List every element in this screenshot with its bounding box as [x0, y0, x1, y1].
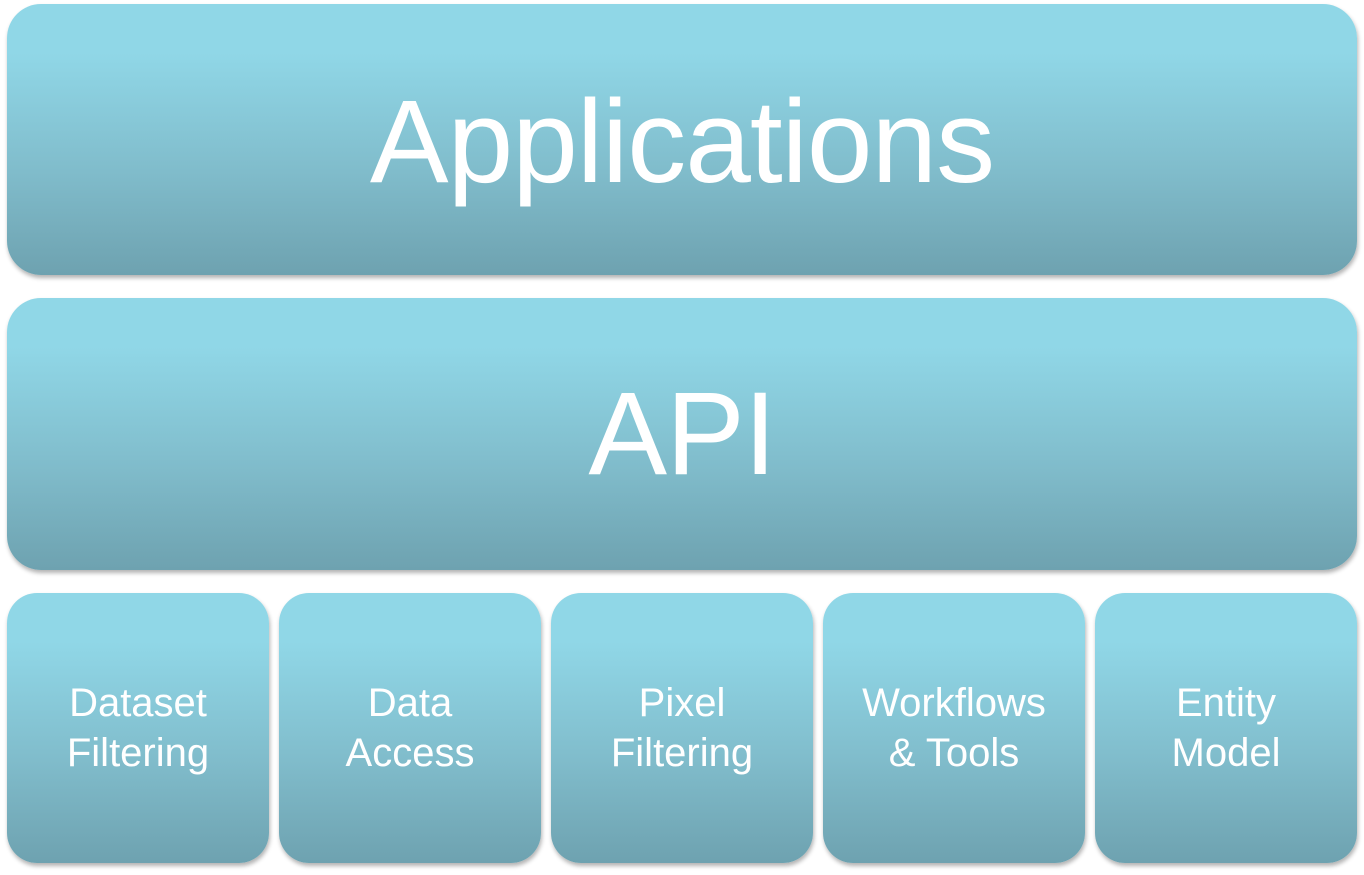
component-label-line1: Workflows — [862, 681, 1046, 725]
component-label-line2: & Tools — [888, 731, 1020, 775]
component-label: Dataset Filtering — [67, 678, 209, 778]
component-workflows-tools: Workflows & Tools — [823, 593, 1085, 863]
component-label: Entity Model — [1172, 678, 1281, 778]
component-label-line2: Filtering — [610, 731, 754, 775]
applications-layer: Applications — [7, 4, 1357, 275]
component-label: Pixel Filtering — [611, 678, 753, 778]
component-data-access: Data Access — [279, 593, 541, 863]
component-label-line1: Dataset — [69, 681, 207, 725]
component-label-line2: Access — [345, 731, 475, 775]
component-label-line2: Model — [1171, 731, 1281, 775]
component-label-line1: Entity — [1175, 681, 1277, 725]
component-label-line2: Filtering — [66, 731, 210, 775]
component-pixel-filtering: Pixel Filtering — [551, 593, 813, 863]
component-label: Workflows & Tools — [862, 678, 1046, 778]
component-entity-model: Entity Model — [1095, 593, 1357, 863]
component-label-line1: Data — [367, 681, 453, 725]
component-label-line1: Pixel — [638, 681, 726, 725]
component-dataset-filtering: Dataset Filtering — [7, 593, 269, 863]
api-layer: API — [7, 298, 1357, 570]
applications-label: Applications — [369, 75, 995, 208]
component-label: Data Access — [346, 678, 475, 778]
api-label: API — [588, 368, 776, 500]
